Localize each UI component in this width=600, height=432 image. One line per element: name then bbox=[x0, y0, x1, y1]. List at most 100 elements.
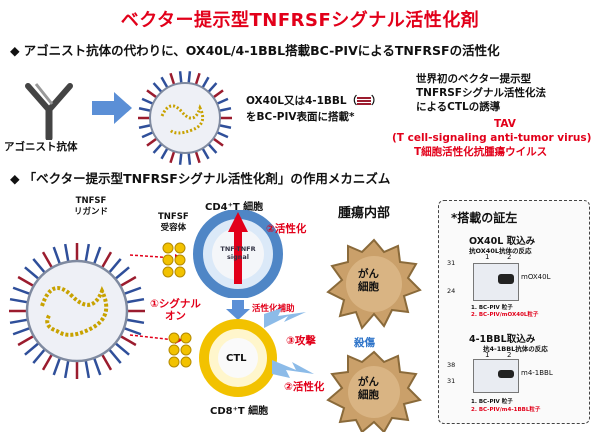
receptor-cluster-icon bbox=[168, 332, 192, 368]
diamond-bullet-icon: ◆ bbox=[10, 171, 20, 186]
lightning-bolt-icon bbox=[264, 308, 306, 328]
spike-icon bbox=[126, 297, 145, 304]
spike-icon bbox=[92, 246, 102, 265]
spike-icon bbox=[12, 286, 31, 296]
spike-icon bbox=[126, 318, 145, 325]
ox40-band bbox=[498, 274, 514, 284]
antibody-icon bbox=[25, 83, 73, 140]
spike-icon bbox=[141, 131, 154, 139]
bbl-subtitle: 抗4-1BBL抗体の反応 bbox=[483, 345, 548, 353]
spike-icon bbox=[114, 342, 130, 356]
spike-icon bbox=[32, 258, 46, 274]
spike-icon bbox=[32, 348, 46, 364]
spike-icon bbox=[138, 124, 152, 129]
spike-icon bbox=[138, 107, 152, 112]
cd4-t-cell bbox=[193, 210, 283, 298]
bbl-marker-top: 38 bbox=[447, 361, 456, 369]
spike-icon bbox=[207, 143, 218, 154]
spike-icon bbox=[178, 152, 183, 165]
spike-icon bbox=[160, 76, 169, 89]
cd4-cell-label: CD4⁺T 細胞 bbox=[205, 202, 264, 213]
spike-icon bbox=[187, 152, 192, 165]
spike-icon bbox=[218, 107, 232, 112]
step1-label: ①シグナル オン bbox=[150, 298, 201, 322]
spike-icon bbox=[187, 71, 192, 84]
bbl-band-label: m4-1BBL bbox=[521, 369, 553, 377]
spike-icon bbox=[17, 334, 35, 347]
bbl-band bbox=[498, 370, 514, 378]
spike-icon bbox=[160, 147, 169, 160]
spike-icon bbox=[41, 353, 54, 371]
spike-icon bbox=[178, 71, 183, 84]
spike-icon bbox=[9, 297, 28, 304]
killing-label: 殺傷 bbox=[354, 337, 375, 349]
cancer-cell-label-bottom: がん 細胞 bbox=[358, 376, 379, 401]
bbl-marker-bottom: 31 bbox=[447, 377, 456, 385]
down-arrow-icon bbox=[226, 300, 250, 320]
receptor-cluster-icon bbox=[162, 242, 186, 278]
spike-icon bbox=[41, 251, 54, 269]
tnfsf-ligand-label: TNFSF リガンド bbox=[74, 196, 109, 217]
spike-icon bbox=[218, 124, 232, 129]
spike-icon bbox=[63, 360, 70, 379]
display-text-line2: をBC-PIV表面に搭載* bbox=[246, 111, 355, 123]
ox40-subtitle: 抗OX40L抗体の反応 bbox=[469, 247, 532, 255]
spike-icon bbox=[24, 342, 40, 356]
activation-label-cd8: ②活性化 bbox=[284, 381, 325, 393]
spike-icon bbox=[114, 266, 130, 280]
spike-icon bbox=[108, 348, 122, 364]
tav-japanese: T細胞活性化抗腫瘍ウイルス bbox=[414, 146, 548, 158]
ox40-lane-2: 2 bbox=[507, 253, 512, 261]
section1-heading: ◆アゴニスト抗体の代わりに、OX40L/4-1BBL搭載BC-PIVによるTNF… bbox=[10, 43, 500, 58]
spike-icon bbox=[146, 89, 158, 99]
spike-icon bbox=[52, 246, 62, 265]
spike-icon bbox=[169, 150, 176, 164]
spike-icon bbox=[12, 326, 31, 336]
spike-icon bbox=[152, 82, 163, 93]
spike-icon bbox=[216, 97, 229, 105]
spike-icon bbox=[24, 266, 40, 280]
spike-icon bbox=[84, 360, 91, 379]
spike-icon bbox=[141, 97, 154, 105]
spike-icon bbox=[146, 137, 158, 147]
spike-icon bbox=[194, 150, 201, 164]
evidence-heading: *搭載の証左 bbox=[451, 211, 518, 225]
tumor-interior-heading: 腫瘍内部 bbox=[338, 206, 391, 221]
bbl-legend-2: 2. BC-PIV/m4-1BBL粒子 bbox=[471, 407, 541, 413]
page-title: ベクター提示型TNFRSFシグナル活性化剤 bbox=[120, 10, 480, 31]
activation-help-label: 活性化補助 bbox=[252, 304, 295, 314]
bbl-lane-2: 2 bbox=[507, 351, 512, 359]
attack-label: ③攻撃 bbox=[286, 335, 316, 347]
right-arrow-icon bbox=[92, 92, 132, 124]
ox40-marker-bottom: 24 bbox=[447, 287, 456, 295]
bbl-title: 4-1BBL取込み bbox=[469, 334, 536, 345]
ox40-lane-1: 1 bbox=[485, 253, 490, 261]
spike-icon bbox=[119, 275, 137, 288]
bbl-blot bbox=[473, 359, 519, 393]
spike-icon bbox=[201, 76, 210, 89]
bbl-lane-1: 1 bbox=[485, 351, 490, 359]
bbl-legend-1: 1. BC-PIV 粒子 bbox=[471, 399, 513, 405]
spike-icon bbox=[216, 131, 229, 139]
tav-expansion: (T cell-signaling anti-tumor virus) bbox=[392, 132, 592, 144]
ox40-title: OX40L 取込み bbox=[469, 236, 536, 247]
ctl-label: CTL bbox=[226, 353, 247, 364]
spike-icon bbox=[52, 357, 62, 376]
spike-icon bbox=[108, 258, 122, 274]
spike-icon bbox=[212, 89, 224, 99]
ligand-symbol-icon bbox=[357, 96, 372, 106]
spike-icon bbox=[194, 72, 201, 86]
spike-icon bbox=[201, 147, 210, 160]
claim-block: 世界初のベクター提示型 TNFRSFシグナル活性化法 によるCTLの誘導 bbox=[416, 73, 546, 113]
cancer-cell-label-top: がん 細胞 bbox=[358, 268, 379, 293]
ctl-cell bbox=[199, 319, 277, 397]
spike-icon bbox=[119, 334, 137, 347]
spike-icon bbox=[100, 353, 113, 371]
ox40-legend-2: 2. BC-PIV/mOX40L粒子 bbox=[471, 312, 539, 318]
diamond-bullet-icon: ◆ bbox=[10, 43, 20, 58]
cancer-cell-bottom bbox=[326, 350, 422, 432]
spike-icon bbox=[63, 243, 70, 262]
lightning-bolt-icon bbox=[272, 360, 314, 378]
spike-icon bbox=[92, 357, 102, 376]
tnfsf-receptor-label: TNFSF 受容体 bbox=[158, 212, 189, 233]
